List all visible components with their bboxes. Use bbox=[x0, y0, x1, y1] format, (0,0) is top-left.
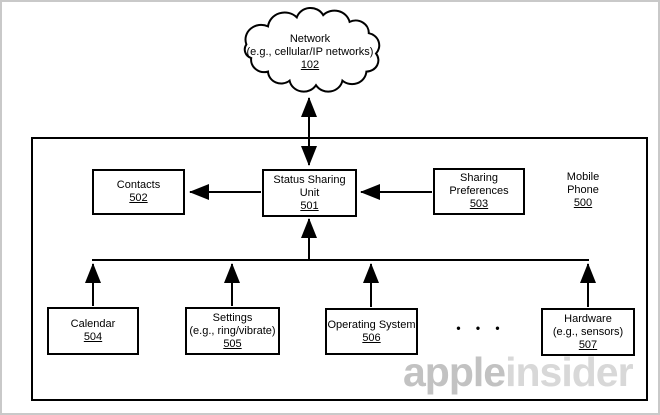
calendar-node: Calendar 504 bbox=[47, 307, 139, 355]
hardware-detail: (e.g., sensors) bbox=[552, 325, 624, 338]
status-sharing-unit-label: Status Sharing bbox=[273, 173, 346, 186]
network-cloud-node: Network (e.g., cellular/IP networks) 102 bbox=[240, 33, 380, 72]
sharing-preferences-node: Sharing Preferences 503 bbox=[433, 168, 525, 215]
settings-detail: (e.g., ring/vibrate) bbox=[189, 324, 276, 337]
network-detail: (e.g., cellular/IP networks) bbox=[246, 46, 374, 58]
more-components-ellipsis: • • • bbox=[456, 321, 506, 335]
mobile-phone-ref: 500 bbox=[573, 197, 593, 209]
network-label: Network bbox=[289, 33, 331, 45]
mobile-phone-label-line2: Phone bbox=[567, 184, 599, 196]
watermark-apple: apple bbox=[403, 349, 506, 395]
hardware-ref: 507 bbox=[578, 338, 598, 351]
hardware-node: Hardware (e.g., sensors) 507 bbox=[541, 308, 635, 356]
sharing-preferences-label: Sharing bbox=[460, 172, 498, 184]
settings-label: Settings bbox=[212, 311, 253, 324]
settings-node: Settings (e.g., ring/vibrate) 505 bbox=[185, 307, 280, 355]
hardware-label: Hardware bbox=[564, 312, 612, 325]
sharing-preferences-label2: Preferences bbox=[449, 185, 509, 197]
mobile-phone-label: Mobile Phone 500 bbox=[554, 171, 612, 210]
sharing-preferences-ref: 503 bbox=[469, 198, 489, 210]
appleinsider-watermark: appleinsider bbox=[403, 349, 634, 395]
status-sharing-unit-ref: 501 bbox=[300, 199, 319, 212]
operating-system-node: Operating System 506 bbox=[325, 308, 418, 355]
contacts-label: Contacts bbox=[116, 179, 161, 191]
status-sharing-unit-node: Status Sharing Unit 501 bbox=[262, 169, 357, 217]
contacts-ref: 502 bbox=[129, 192, 148, 204]
network-ref: 102 bbox=[300, 59, 320, 71]
watermark-insider: insider bbox=[505, 349, 633, 395]
settings-ref: 505 bbox=[223, 337, 242, 350]
operating-system-ref: 506 bbox=[362, 331, 381, 344]
mobile-phone-label-line1: Mobile bbox=[566, 171, 600, 183]
contacts-node: Contacts 502 bbox=[92, 169, 185, 215]
mobile-phone-container-box bbox=[31, 137, 648, 401]
operating-system-label: Operating System bbox=[327, 318, 416, 331]
calendar-ref: 504 bbox=[83, 331, 103, 343]
status-sharing-unit-label2: Unit bbox=[299, 186, 320, 199]
calendar-label: Calendar bbox=[70, 318, 116, 330]
